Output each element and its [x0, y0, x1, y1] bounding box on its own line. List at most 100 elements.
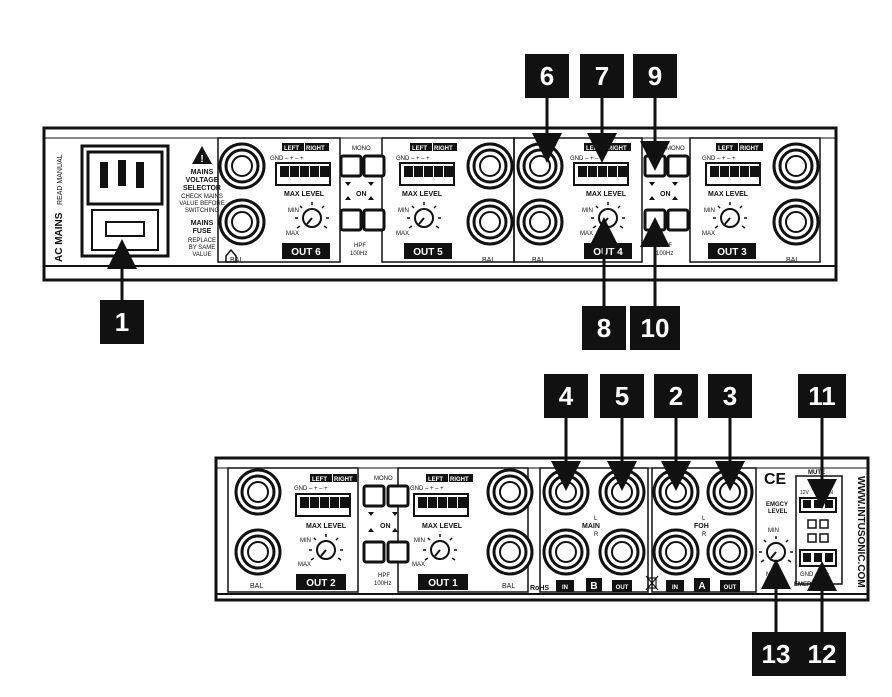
- main-r-label: R: [594, 532, 599, 538]
- out5-max-label: MAX: [396, 231, 409, 237]
- out2-mono-switch[interactable]: [362, 484, 386, 508]
- out34-hz-label: 100Hz: [656, 251, 673, 257]
- main-l-label: L: [594, 516, 598, 522]
- svg-text:7: 7: [595, 61, 609, 91]
- out5-hpf-switch[interactable]: [362, 208, 386, 232]
- out6-terminal-block[interactable]: [275, 162, 331, 186]
- mute-terminal[interactable]: [799, 497, 837, 513]
- out4-max-level-label: MAX LEVEL: [586, 191, 627, 198]
- out12-hz-label: 100Hz: [374, 581, 391, 587]
- ac-mains-label: AC MAINS: [54, 212, 65, 262]
- out4-jack-l[interactable]: [516, 142, 564, 190]
- svg-text:!: !: [200, 154, 203, 165]
- emgcy-label-line-1: EMGCY: [766, 502, 788, 508]
- out3-max-label: MAX: [702, 231, 715, 237]
- out3-mono-switch[interactable]: [666, 154, 690, 178]
- out4-jack-r[interactable]: [516, 198, 564, 246]
- out5-jack-r[interactable]: [466, 198, 514, 246]
- emergency-terminal[interactable]: [799, 549, 837, 567]
- out5-max-level-label: MAX LEVEL: [402, 191, 443, 198]
- out2-hpf-switch[interactable]: [362, 540, 386, 564]
- out5-jack-l[interactable]: [466, 142, 514, 190]
- read-manual-label: READ MANUAL: [57, 154, 64, 205]
- foh-out-jack-r[interactable]: [706, 528, 754, 576]
- foh-out-label: OUT: [724, 585, 737, 591]
- iec-power-inlet[interactable]: [80, 144, 170, 258]
- out2-min-label: MIN: [300, 538, 311, 544]
- out2-jack-r[interactable]: [234, 528, 282, 576]
- callout-12: 12: [798, 632, 846, 676]
- foh-r-label: R: [702, 532, 707, 538]
- out4-hpf-switch[interactable]: [643, 208, 667, 232]
- out1-mono-switch[interactable]: [386, 484, 410, 508]
- out4-terminal-block[interactable]: [573, 162, 629, 186]
- out1-hpf-switch[interactable]: [386, 540, 410, 564]
- foh-l-label: L: [702, 516, 706, 522]
- foh-in-jack-r[interactable]: [652, 528, 700, 576]
- emergency-label: EMERGENCY: [794, 582, 833, 588]
- svg-text:12: 12: [808, 639, 837, 669]
- callout-7: 7: [580, 54, 624, 98]
- main-in-jack-l[interactable]: [542, 468, 590, 516]
- out3-right-label: RIGHT: [740, 146, 759, 152]
- out3-terminal-block[interactable]: [705, 162, 761, 186]
- out5-terminal-block[interactable]: [399, 162, 455, 186]
- out6-hpf-switch[interactable]: [339, 208, 363, 232]
- ce-mark: CE: [764, 471, 787, 488]
- foh-in-jack-l[interactable]: [652, 468, 700, 516]
- emgcy-min-label: MIN: [768, 528, 779, 534]
- svg-text:10: 10: [641, 313, 670, 343]
- svg-text:6: 6: [540, 61, 554, 91]
- out3-hpf-switch[interactable]: [666, 208, 690, 232]
- out6-jack-l[interactable]: [218, 142, 266, 190]
- out3-name: OUT 3: [717, 247, 747, 258]
- out2-right-label: RIGHT: [334, 477, 353, 483]
- out5-right-label: RIGHT: [434, 146, 453, 152]
- out34-mono-label: MONO: [666, 146, 685, 152]
- out1-pins-label: GND – + – +: [410, 486, 444, 492]
- out4-name: OUT 4: [593, 247, 623, 258]
- out1-bal-label: BAL: [502, 583, 515, 590]
- svg-text:9: 9: [648, 61, 662, 91]
- foh-out-jack-l[interactable]: [706, 468, 754, 516]
- foh-a-section: L R FOH IN A OUT: [645, 468, 754, 592]
- out6-jack-r[interactable]: [218, 198, 266, 246]
- website-label: WWW.INTUSONIC.COM: [855, 476, 866, 588]
- out3-bal-label: BAL: [786, 257, 799, 264]
- out1-jack-l[interactable]: [486, 468, 534, 516]
- out1-jack-r[interactable]: [486, 528, 534, 576]
- out2-jack-l[interactable]: [234, 468, 282, 516]
- main-out-jack-l[interactable]: [598, 468, 646, 516]
- main-in-jack-r[interactable]: [542, 528, 590, 576]
- out1-section: LEFT RIGHT GND – + – + MAX LEVEL MIN MAX…: [410, 468, 534, 590]
- svg-text:11: 11: [808, 381, 836, 411]
- out1-left-label: LEFT: [428, 477, 443, 483]
- out3-jack-l[interactable]: [772, 142, 820, 190]
- out2-pins-label: GND – + – +: [294, 486, 328, 492]
- svg-text:13: 13: [762, 639, 791, 669]
- out5-mono-switch[interactable]: [362, 154, 386, 178]
- out6-section: BAL LEFT RIGHT GND – + – + MAX LEVEL MIN…: [218, 142, 331, 264]
- callouts: [107, 98, 837, 632]
- rohs-label: RoHS: [530, 585, 549, 592]
- callout-6: 6: [525, 54, 569, 98]
- out1-name: OUT 1: [428, 578, 458, 589]
- out1-terminal-block[interactable]: [413, 493, 469, 517]
- main-out-jack-r[interactable]: [598, 528, 646, 576]
- out2-section: BAL LEFT RIGHT GND – + – + MAX LEVEL MIN…: [234, 468, 357, 590]
- out3-jack-r[interactable]: [772, 198, 820, 246]
- svg-text:5: 5: [615, 381, 629, 411]
- out2-name: OUT 2: [306, 578, 336, 589]
- mains-label: MAINS: [191, 169, 214, 176]
- out2-terminal-block[interactable]: [295, 493, 351, 517]
- v12-label: 12V: [800, 490, 810, 496]
- out5-min-label: MIN: [398, 208, 409, 214]
- out4-mono-switch[interactable]: [643, 154, 667, 178]
- out12-hpf-label: HPF: [378, 573, 390, 579]
- callout-5: 5: [600, 374, 644, 418]
- out6-mono-switch[interactable]: [339, 154, 363, 178]
- out4-min-label: MIN: [582, 208, 593, 214]
- ground-icon: [225, 248, 237, 263]
- out56-hz-label: 100Hz: [350, 251, 367, 257]
